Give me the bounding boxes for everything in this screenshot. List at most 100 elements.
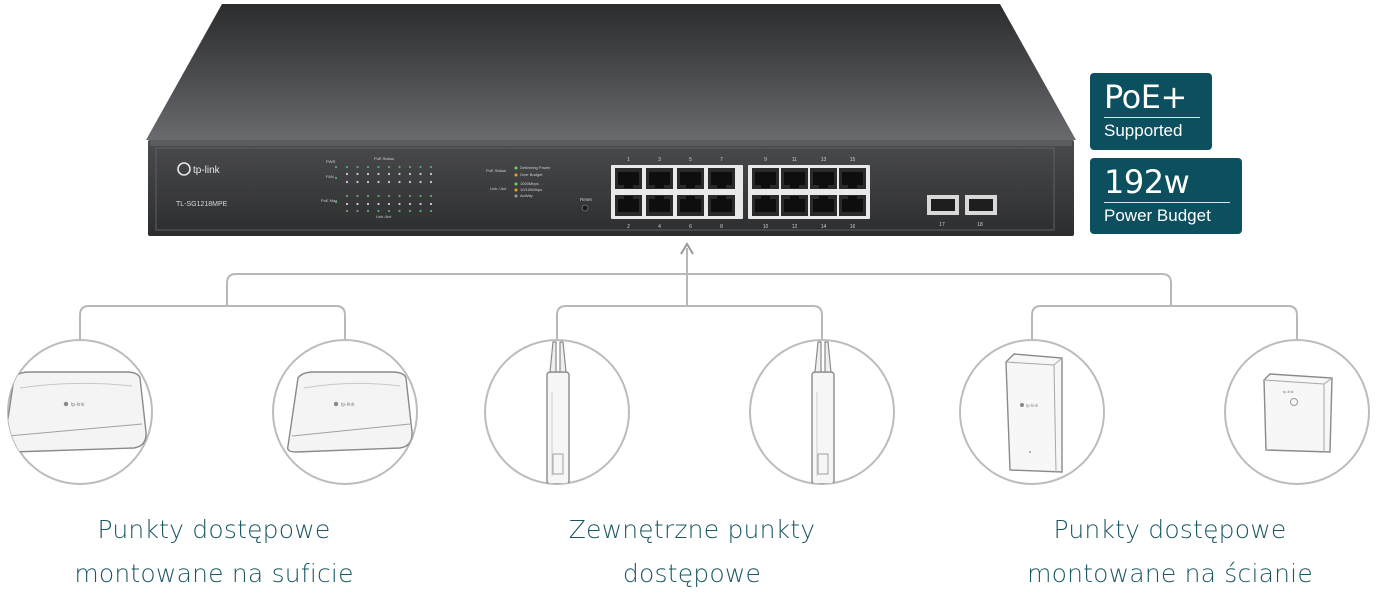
- led-indicator: [419, 180, 422, 184]
- legend-link-act: Link / Act: [490, 186, 507, 191]
- reset-label: Reset: [580, 197, 593, 202]
- led-indicator: [356, 165, 359, 169]
- tp-link-logo-icon: [177, 162, 191, 176]
- port-number: 7: [720, 157, 723, 163]
- led-indicator: [408, 209, 412, 213]
- reset-button[interactable]: [581, 204, 589, 212]
- wall-ap-icon: tp-link: [1263, 373, 1333, 453]
- led-label-poe-max: PoE Max: [321, 198, 337, 203]
- budget-badge-divider: [1104, 202, 1230, 203]
- legend-10-100: 10/100Mbps: [520, 187, 542, 192]
- port-number: 15: [850, 157, 856, 163]
- led-indicator: [429, 194, 433, 198]
- ethernet-port[interactable]: [677, 168, 704, 189]
- led-indicator: [345, 202, 349, 206]
- outdoor-ap-icon: [811, 341, 835, 484]
- led-labels: PWR FAN PoE Max PoE Status Link /Act: [321, 156, 394, 219]
- led-indicator: [345, 209, 349, 213]
- ethernet-port[interactable]: [752, 195, 779, 216]
- port-number: 12: [792, 224, 798, 230]
- legend-delivering: Delivering Power: [520, 165, 551, 170]
- led-indicator: [345, 180, 349, 184]
- ethernet-port[interactable]: [839, 195, 866, 216]
- led-indicator: [408, 172, 412, 176]
- caption-ceiling: Punkty dostępowe montowane na suficie: [44, 508, 384, 596]
- ethernet-port[interactable]: [677, 195, 704, 216]
- main-bus-line: [226, 273, 1172, 305]
- led-indicator: [387, 172, 391, 176]
- outdoor-branch-line: [556, 305, 823, 340]
- led-indicator: [398, 202, 401, 206]
- legend-leds: [514, 166, 518, 198]
- led-label-poe-status: PoE Status: [374, 156, 394, 161]
- led-indicator-grid: [334, 165, 433, 213]
- led-indicator: [334, 200, 338, 204]
- port-number: 5: [689, 157, 692, 163]
- power-budget-badge: 192w Power Budget: [1090, 158, 1242, 234]
- ethernet-port[interactable]: [708, 195, 735, 216]
- poe-supported-badge: PoE+ Supported: [1090, 73, 1212, 150]
- led-indicator: [345, 172, 349, 176]
- led-indicator: [345, 165, 349, 169]
- ethernet-port[interactable]: [646, 168, 673, 189]
- led-indicator: [398, 194, 401, 198]
- led-indicator: [408, 165, 412, 169]
- led-indicator: [334, 176, 338, 180]
- led-indicator: [366, 209, 370, 213]
- sfp-number-17: 17: [939, 222, 945, 228]
- ethernet-port[interactable]: [781, 195, 808, 216]
- led-indicator: [398, 209, 401, 213]
- led-indicator: [408, 202, 412, 206]
- switch-brand: tp-link: [193, 165, 221, 176]
- ethernet-port[interactable]: [781, 168, 808, 189]
- led-indicator: [408, 180, 412, 184]
- led-indicator: [377, 209, 380, 213]
- ethernet-port[interactable]: [810, 168, 837, 189]
- ethernet-port[interactable]: [839, 168, 866, 189]
- device-circles: [7, 339, 1370, 485]
- caption-outdoor: Zewnętrzne punkty dostępowe: [522, 508, 862, 596]
- led-indicator: [356, 194, 359, 198]
- led-label-link-act: Link /Act: [376, 214, 392, 219]
- led-indicator: [387, 194, 391, 198]
- ethernet-port[interactable]: [810, 195, 837, 216]
- ethernet-port[interactable]: [708, 168, 735, 189]
- port-number: 11: [792, 157, 797, 163]
- led-indicator: [356, 180, 359, 184]
- ethernet-ports: [615, 168, 866, 216]
- switch-panel-bezel: [155, 147, 1055, 231]
- led-indicator: [419, 202, 422, 206]
- ethernet-port[interactable]: [752, 168, 779, 189]
- port-number: 9: [764, 157, 767, 163]
- outdoor-ap-icon: [546, 341, 570, 484]
- up-arrow-icon: [680, 242, 694, 255]
- ethernet-port[interactable]: [615, 195, 642, 216]
- led-indicator: [387, 202, 391, 206]
- port-number: 6: [689, 224, 692, 230]
- led-indicator: [366, 165, 370, 169]
- led-legend: PoE Status Delivering Power Over Budget …: [486, 165, 551, 198]
- led-indicator: [419, 194, 422, 198]
- ethernet-port[interactable]: [646, 195, 673, 216]
- caption-ceiling-line1: Punkty dostępowe: [97, 515, 331, 544]
- led-indicator: [366, 194, 370, 198]
- port-number: 2: [627, 224, 630, 230]
- led-indicator: [387, 180, 391, 184]
- port-number: 10: [763, 224, 769, 230]
- caption-outdoor-line2: dostępowe: [622, 559, 762, 588]
- led-indicator: [356, 202, 359, 206]
- led-indicator: [366, 172, 370, 176]
- caption-wall-line2: montowane na ścianie: [1027, 559, 1313, 588]
- led-indicator: [429, 209, 433, 213]
- ethernet-port[interactable]: [615, 168, 642, 189]
- led-indicator: [387, 209, 391, 213]
- led-label-pwr: PWR: [326, 159, 335, 164]
- switch-model: TL-SG1218MPE: [176, 201, 228, 208]
- led-indicator: [377, 180, 380, 184]
- sfp-number-18: 18: [977, 222, 983, 228]
- led-indicator: [356, 172, 359, 176]
- port-number: 14: [821, 224, 827, 230]
- led-indicator: [419, 165, 422, 169]
